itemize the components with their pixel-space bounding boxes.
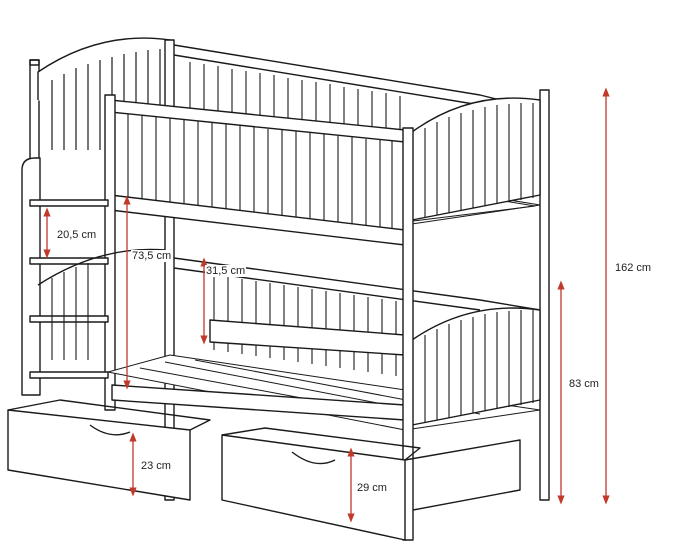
front-lower-guard: [209, 319, 406, 356]
back-lower-headboard: [37, 248, 166, 286]
front-right-post: [402, 127, 414, 541]
dimension-lines: [43, 87, 610, 523]
right-lower-headboard: [411, 307, 541, 426]
front-upper-guard: [109, 99, 406, 246]
right-lower-headboard-slats: [424, 310, 534, 422]
front-upper-guard-slats: [127, 114, 393, 228]
drawer-left: [7, 399, 211, 501]
back-lower-headboard-slats: [51, 263, 89, 360]
drawer-right: [221, 427, 521, 541]
right-upper-headboard-slats: [424, 103, 534, 217]
label-guard-rail: 31,5 cm: [205, 265, 247, 277]
back-lower-rail: [173, 257, 541, 311]
label-ladder-step: 20,5 cm: [56, 229, 98, 241]
right-upper-headboard: [411, 97, 541, 221]
bed-frame: [7, 37, 550, 541]
back-right-post: [539, 89, 550, 501]
label-drawer-right: 29 cm: [356, 482, 388, 494]
label-lower-bed-height: 83 cm: [568, 378, 600, 390]
label-drawer-left: 23 cm: [140, 460, 172, 472]
label-total-height: 162 cm: [614, 262, 653, 274]
ladder: [21, 157, 109, 396]
label-bunk-gap: 73,5 cm: [131, 250, 173, 262]
back-middle-post: [164, 39, 175, 501]
